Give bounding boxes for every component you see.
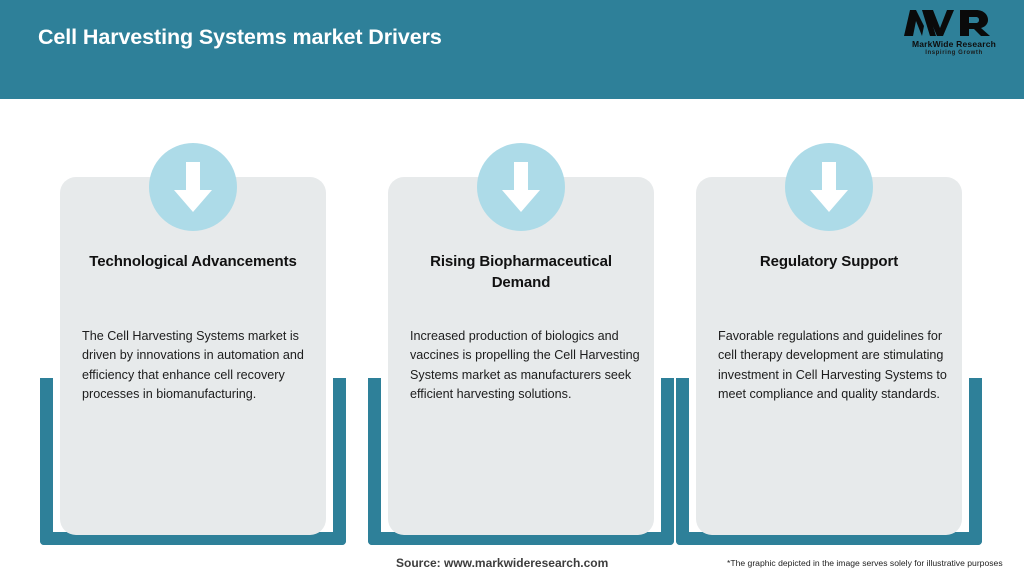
down-arrow-glyph	[810, 162, 848, 212]
mwr-logo-icon	[904, 10, 990, 36]
footer-disclaimer: *The graphic depicted in the image serve…	[727, 558, 1003, 568]
driver-column-3: Regulatory Support Favorable regulations…	[676, 0, 982, 576]
footer-source: Source: www.markwideresearch.com	[396, 556, 609, 570]
brand-logo: MarkWide Research Inspiring Growth	[902, 8, 1006, 60]
card-title: Regulatory Support	[759, 253, 899, 270]
card-bracket	[676, 378, 982, 545]
driver-card[interactable]: Technological Advancements The Cell Harv…	[60, 177, 326, 535]
down-arrow-glyph	[174, 162, 212, 212]
card-body: The Cell Harvesting Systems market is dr…	[82, 329, 304, 401]
header-bar	[0, 0, 1024, 99]
driver-column-1: Technological Advancements The Cell Harv…	[40, 0, 346, 576]
down-arrow-icon	[785, 143, 873, 231]
card-bracket	[40, 378, 346, 545]
down-arrow-icon	[149, 143, 237, 231]
logo-tagline: Inspiring Growth	[925, 50, 983, 56]
logo-company-name: MarkWide Research	[911, 39, 997, 49]
card-body: Increased production of biologics and va…	[410, 329, 640, 401]
card-title: Technological Advancements	[89, 253, 297, 270]
card-body: Favorable regulations and guidelines for…	[718, 329, 947, 401]
down-arrow-icon	[477, 143, 565, 231]
driver-card[interactable]: Rising Biopharmaceutical Demand Increase…	[388, 177, 654, 535]
driver-card[interactable]: Regulatory Support Favorable regulations…	[696, 177, 962, 535]
card-title: Rising Biopharmaceutical Demand	[430, 253, 612, 291]
down-arrow-glyph	[502, 162, 540, 212]
card-bracket	[368, 378, 674, 545]
page-title: Cell Harvesting Systems market Drivers	[38, 25, 442, 49]
driver-column-2: Rising Biopharmaceutical Demand Increase…	[368, 0, 674, 576]
